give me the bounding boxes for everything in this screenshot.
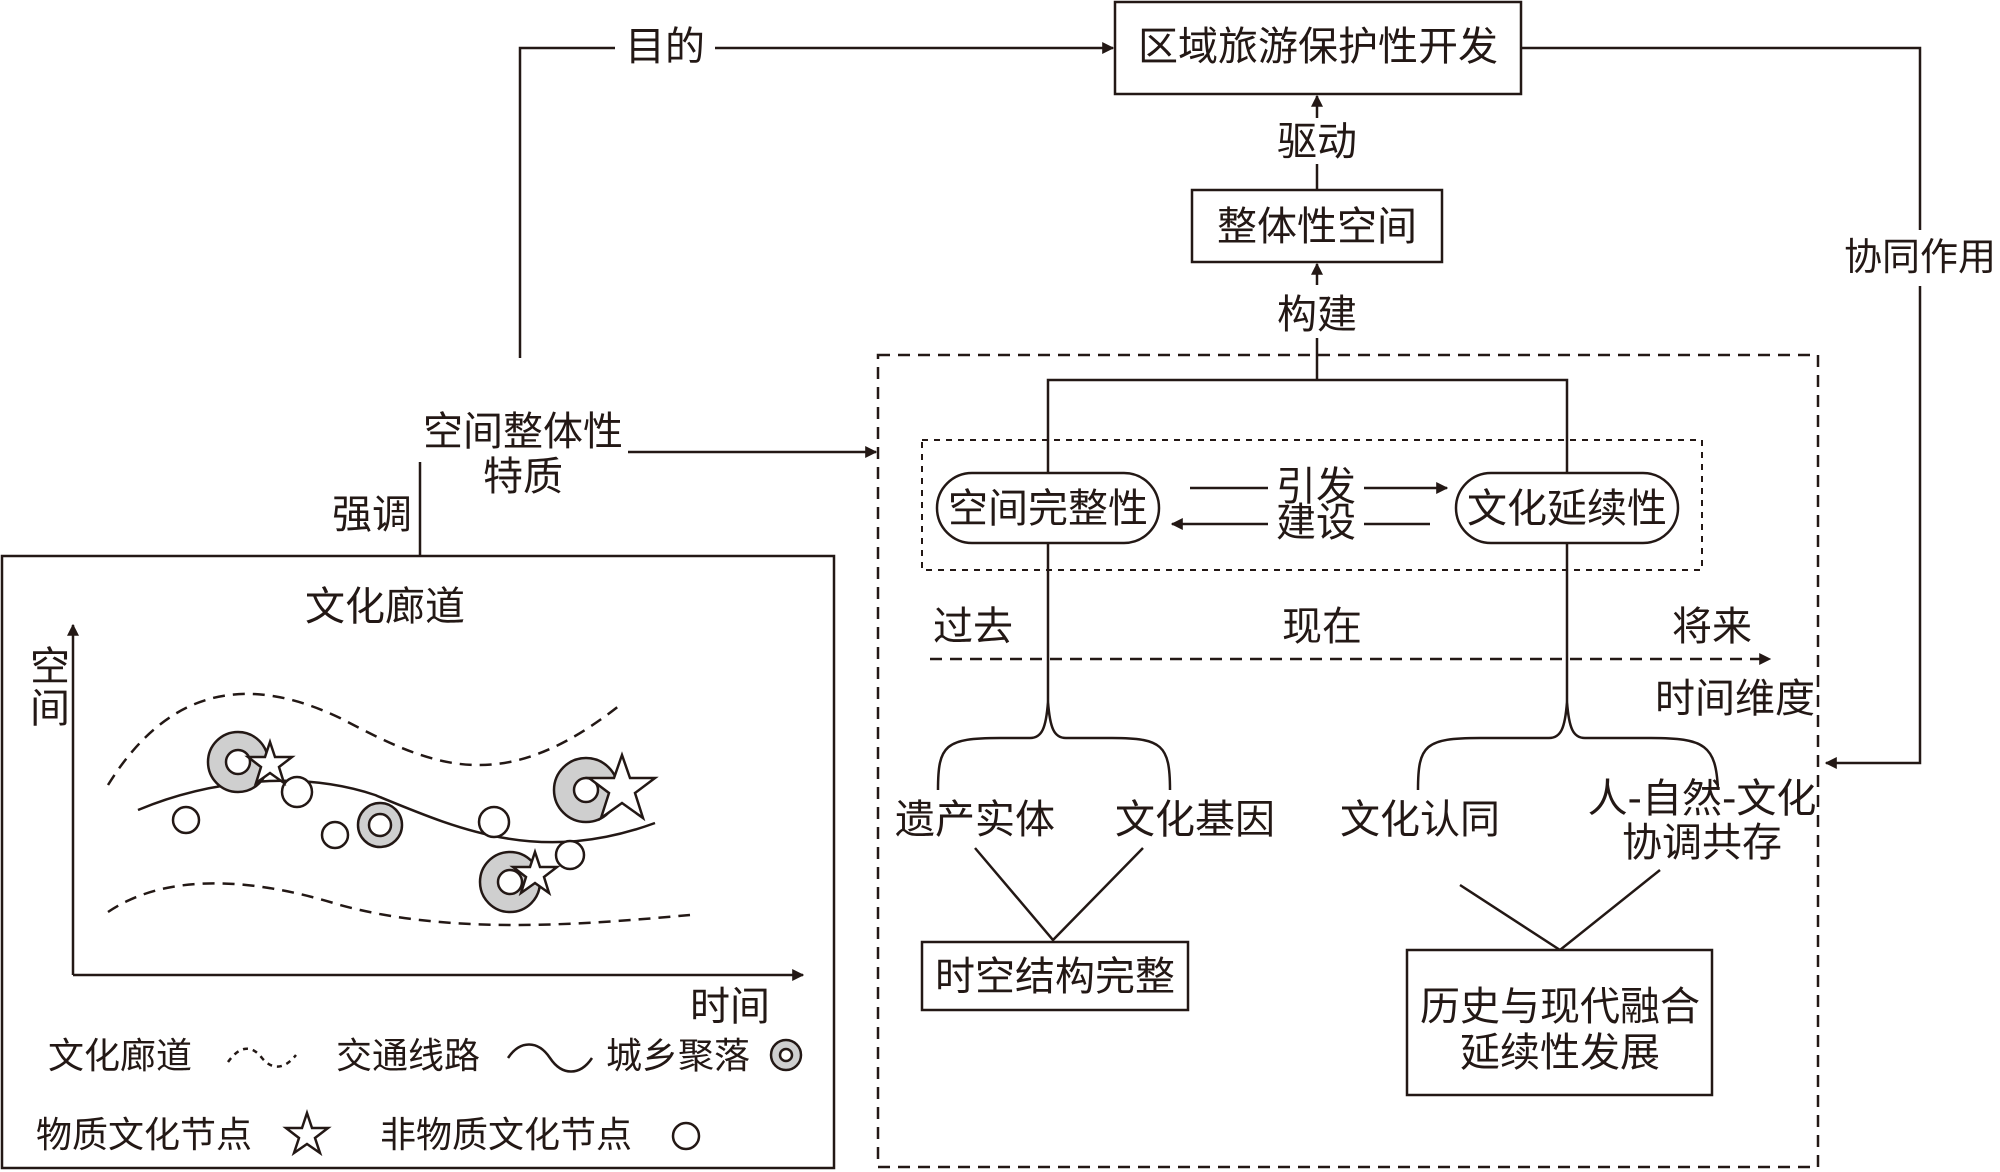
- right-brace: [1416, 701, 1720, 791]
- cultural-gene-label: 文化基因: [1115, 797, 1275, 843]
- synergy-connector: [1521, 46, 1922, 230]
- heritage-entity-label: 遗产实体: [895, 797, 1055, 843]
- goal-box: [1113, 0, 1523, 96]
- legend-corridor-label: 文化廊道: [48, 1036, 192, 1077]
- coexist-label-line1: 人-自然-文化: [1588, 776, 1817, 822]
- traffic-route: [137, 779, 656, 844]
- purpose-label: 目的: [625, 24, 705, 70]
- cultural-identity-label: 文化认同: [1340, 797, 1500, 843]
- synergy-label: 协同作用: [1844, 235, 1996, 279]
- material-star-1: [244, 738, 296, 787]
- material-star-2: [585, 751, 659, 822]
- spacetime-structure-label: 时空结构完整: [935, 954, 1175, 1000]
- emphasis-label: 强调: [332, 492, 412, 538]
- y-axis-label-char1: 空: [30, 644, 70, 690]
- intangible-node-3: [320, 820, 350, 850]
- settlement-node-2: [356, 801, 404, 849]
- build-back-label: 建设: [1276, 500, 1356, 546]
- legend-material-label: 物质文化节点: [36, 1115, 252, 1156]
- mechanism-frame: [876, 353, 1820, 1169]
- left-converge: [974, 847, 1144, 942]
- legend-settlement-symbol: [769, 1038, 803, 1072]
- goal-box-label: 区域旅游保护性开发: [1138, 24, 1498, 70]
- legend-traffic-label: 交通线路: [336, 1036, 480, 1077]
- legend-intangible-symbol: [671, 1121, 701, 1151]
- integral-space-label: 整体性空间: [1217, 204, 1417, 250]
- legend-traffic-symbol: [506, 1043, 594, 1073]
- intangible-node-2: [280, 775, 314, 809]
- settlement-node-3: [552, 756, 620, 824]
- corridor-upper-boundary: [106, 692, 621, 786]
- corridor-panel-title: 文化廊道: [305, 584, 465, 630]
- fusion-label-line2: 延续性发展: [1460, 1030, 1660, 1076]
- right-converge: [1459, 869, 1661, 952]
- legend-settlement-label: 城乡聚落: [606, 1036, 750, 1077]
- past-label: 过去: [933, 604, 1013, 650]
- x-axis-label: 时间: [690, 984, 770, 1030]
- integral-space-box: [1190, 188, 1444, 264]
- synergy-arrow: [1824, 286, 1922, 769]
- spatial-integrity-label: 空间完整性: [948, 486, 1148, 532]
- present-label: 现在: [1282, 604, 1362, 650]
- purpose-connector: [518, 46, 615, 358]
- build-label: 构建: [1277, 292, 1357, 338]
- inner-frame: [921, 439, 1703, 571]
- fusion-development-box: [1405, 948, 1714, 1097]
- intangible-node-1: [171, 805, 201, 835]
- time-dimension-label: 时间维度: [1655, 676, 1815, 722]
- settlement-node-1: [206, 730, 270, 794]
- y-axis-label-char2: 间: [30, 686, 70, 732]
- legend-intangible-label: 非物质文化节点: [380, 1115, 632, 1156]
- left-brace: [936, 701, 1172, 791]
- legend-corridor-symbol: [226, 1047, 297, 1068]
- spacetime-structure-box: [920, 940, 1190, 1012]
- future-label: 将来: [1672, 604, 1752, 650]
- coexist-label-line2: 协调共存: [1622, 820, 1782, 866]
- trigger-label: 引发: [1276, 464, 1356, 510]
- intangible-node-4: [477, 805, 511, 839]
- drive-label: 驱动: [1277, 119, 1357, 165]
- feature-label-line2: 特质: [483, 454, 563, 500]
- corridor-lower-boundary: [107, 882, 691, 927]
- intangible-node-5: [554, 839, 586, 871]
- legend-material-symbol: [282, 1109, 332, 1157]
- fusion-label-line1: 历史与现代融合: [1420, 984, 1700, 1030]
- feature-label-line1: 空间整体性: [423, 409, 623, 455]
- material-star-3: [509, 848, 561, 897]
- build-tree-connector: [1046, 378, 1569, 478]
- corridor-panel: [0, 554, 836, 1170]
- cultural-continuity-label: 文化延续性: [1467, 486, 1667, 532]
